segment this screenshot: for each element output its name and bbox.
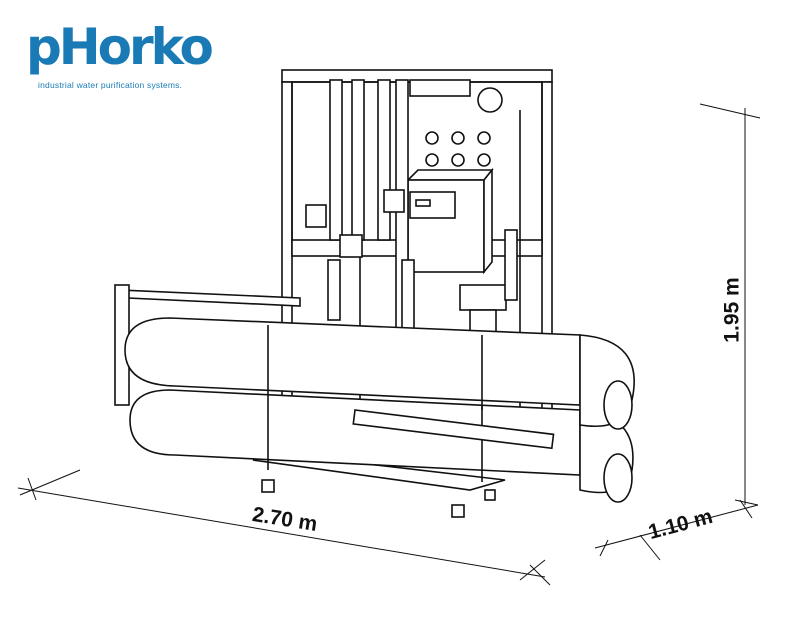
- width-dimension-line: [17, 469, 551, 586]
- control-box: [406, 167, 494, 275]
- membrane-housing-lower: [129, 389, 634, 503]
- height-dimension-label: 1.95 m: [720, 277, 744, 343]
- membrane-housing-upper: [124, 317, 635, 430]
- lower-manifold: [352, 409, 555, 450]
- height-dimension-line: [699, 103, 761, 506]
- phorko-logo: pHorko industrial water purification sys…: [26, 16, 286, 91]
- pressure-gauges: [425, 131, 491, 167]
- depth-dimension-line: [594, 499, 759, 561]
- logo-tagline: industrial water purification systems.: [38, 80, 183, 90]
- logo-wordmark: pHorko: [26, 18, 214, 76]
